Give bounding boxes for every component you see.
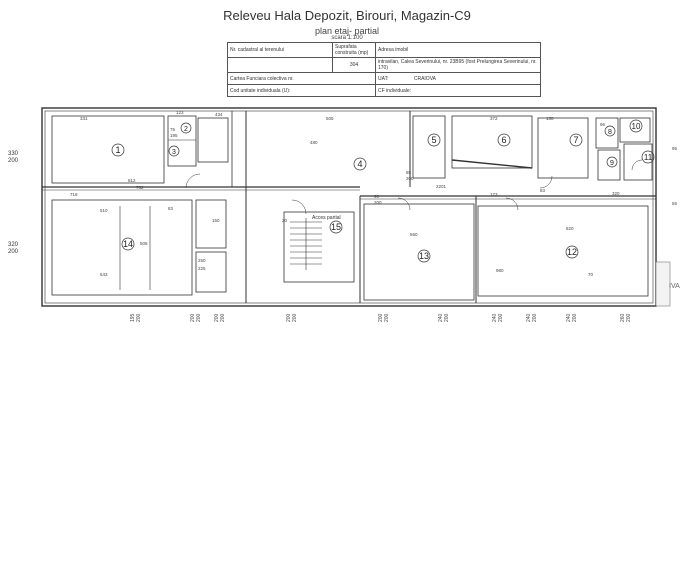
- dim-label: 225: [198, 266, 206, 271]
- window-mark: 240: [566, 313, 572, 322]
- inner-wall-line: [44, 110, 654, 304]
- dim-label: 250: [198, 258, 206, 263]
- room-14-label: 14: [123, 239, 133, 249]
- dim-label: 85: [406, 170, 412, 175]
- ivan-label: IVA: [669, 283, 680, 290]
- window-mark: 200: [196, 313, 202, 322]
- dim-label: 980: [496, 268, 504, 273]
- drawing-title: Releveu Hala Depozit, Birouri, Magazin-C…: [223, 8, 471, 23]
- window-mark: 200: [214, 313, 220, 322]
- window-mark: 200: [190, 313, 196, 322]
- dim-label: 331: [80, 116, 88, 121]
- dim-label: 123: [176, 110, 184, 115]
- drawing-subtitle: plan etaj- partial: [314, 26, 380, 36]
- room-7-label: 7: [573, 135, 578, 145]
- room-2-label: 2: [184, 126, 188, 133]
- dim-label: 2201: [436, 184, 447, 189]
- room-5-label: 5: [431, 135, 436, 145]
- drawing-scale: scara 1:100: [331, 35, 363, 41]
- room-11-label: 11: [644, 153, 653, 162]
- dim-label: 762: [136, 185, 144, 190]
- uat-value: CRAIOVA: [413, 75, 436, 82]
- window-mark: 200: [286, 313, 292, 322]
- room-4-label: 4: [357, 159, 362, 169]
- window-mark: 200: [136, 313, 142, 322]
- room-1-label: 1: [115, 145, 120, 155]
- dim-label: 434: [215, 112, 223, 117]
- info-table: Nr. cadastral al terenului Suprafata con…: [227, 42, 541, 97]
- window-mark: 195: [130, 313, 136, 322]
- room-8-label: 8: [608, 129, 612, 136]
- window-mark: 240: [492, 313, 498, 322]
- dim-label: 83: [540, 188, 546, 193]
- window-mark: 240: [438, 313, 444, 322]
- level-mark-b2: 200: [8, 249, 19, 255]
- window-mark: 200: [220, 313, 226, 322]
- room-15-label: 15: [331, 222, 341, 232]
- dim-label: 130: [546, 116, 554, 121]
- cf-label: CF individuale:: [375, 84, 541, 97]
- room-3-label: 3: [172, 149, 176, 156]
- dim-label: 320: [612, 191, 620, 196]
- dim-label: 372: [490, 116, 498, 121]
- dim-label: 200: [374, 200, 382, 205]
- window-mark: 240: [526, 313, 532, 322]
- window-mark: 200: [378, 313, 384, 322]
- dim-label: 70: [588, 272, 594, 277]
- uat-label: UAT:: [378, 75, 389, 82]
- dim-label: 543: [100, 272, 108, 277]
- dim-label: 505: [326, 116, 334, 121]
- dim-label: 90: [374, 194, 380, 199]
- dim-label: 20: [282, 218, 288, 223]
- dim-label: 560: [410, 232, 418, 237]
- dim-label: 820: [566, 226, 574, 231]
- level-mark-a2: 200: [8, 158, 19, 164]
- dim-label: 95: [672, 146, 678, 151]
- acces-partial-label: Acces partial: [312, 215, 341, 221]
- room-10-label: 10: [632, 122, 641, 131]
- room-9-label: 9: [610, 160, 614, 167]
- window-mark: 200: [572, 313, 578, 322]
- dim-label: 83: [168, 206, 174, 211]
- dim-label: 96: [600, 122, 606, 127]
- dim-label: 75: [170, 127, 176, 132]
- room-6-label: 6: [501, 135, 506, 145]
- dim-label: 480: [310, 140, 318, 145]
- window-mark: 200: [444, 313, 450, 322]
- dim-label: 195: [170, 133, 178, 138]
- window-mark: 200: [498, 313, 504, 322]
- dim-label: 173: [490, 192, 498, 197]
- dim-label: 510: [100, 208, 108, 213]
- dim-label: 55: [672, 201, 678, 206]
- dim-label: 718: [70, 192, 78, 197]
- dim-label: 200: [406, 176, 414, 181]
- level-mark-a: 330: [8, 151, 19, 157]
- window-mark: 260: [620, 313, 626, 322]
- window-mark: 200: [532, 313, 538, 322]
- level-mark-b: 320: [8, 242, 19, 248]
- room-13-label: 13: [419, 251, 429, 261]
- window-mark: 200: [292, 313, 298, 322]
- window-mark: 200: [384, 313, 390, 322]
- dim-label: 812: [128, 178, 136, 183]
- room-12-label: 12: [567, 247, 577, 257]
- outer-wall: [41, 107, 657, 307]
- dim-label: 505: [140, 241, 148, 246]
- dim-label: 150: [212, 218, 220, 223]
- window-mark: 200: [626, 313, 632, 322]
